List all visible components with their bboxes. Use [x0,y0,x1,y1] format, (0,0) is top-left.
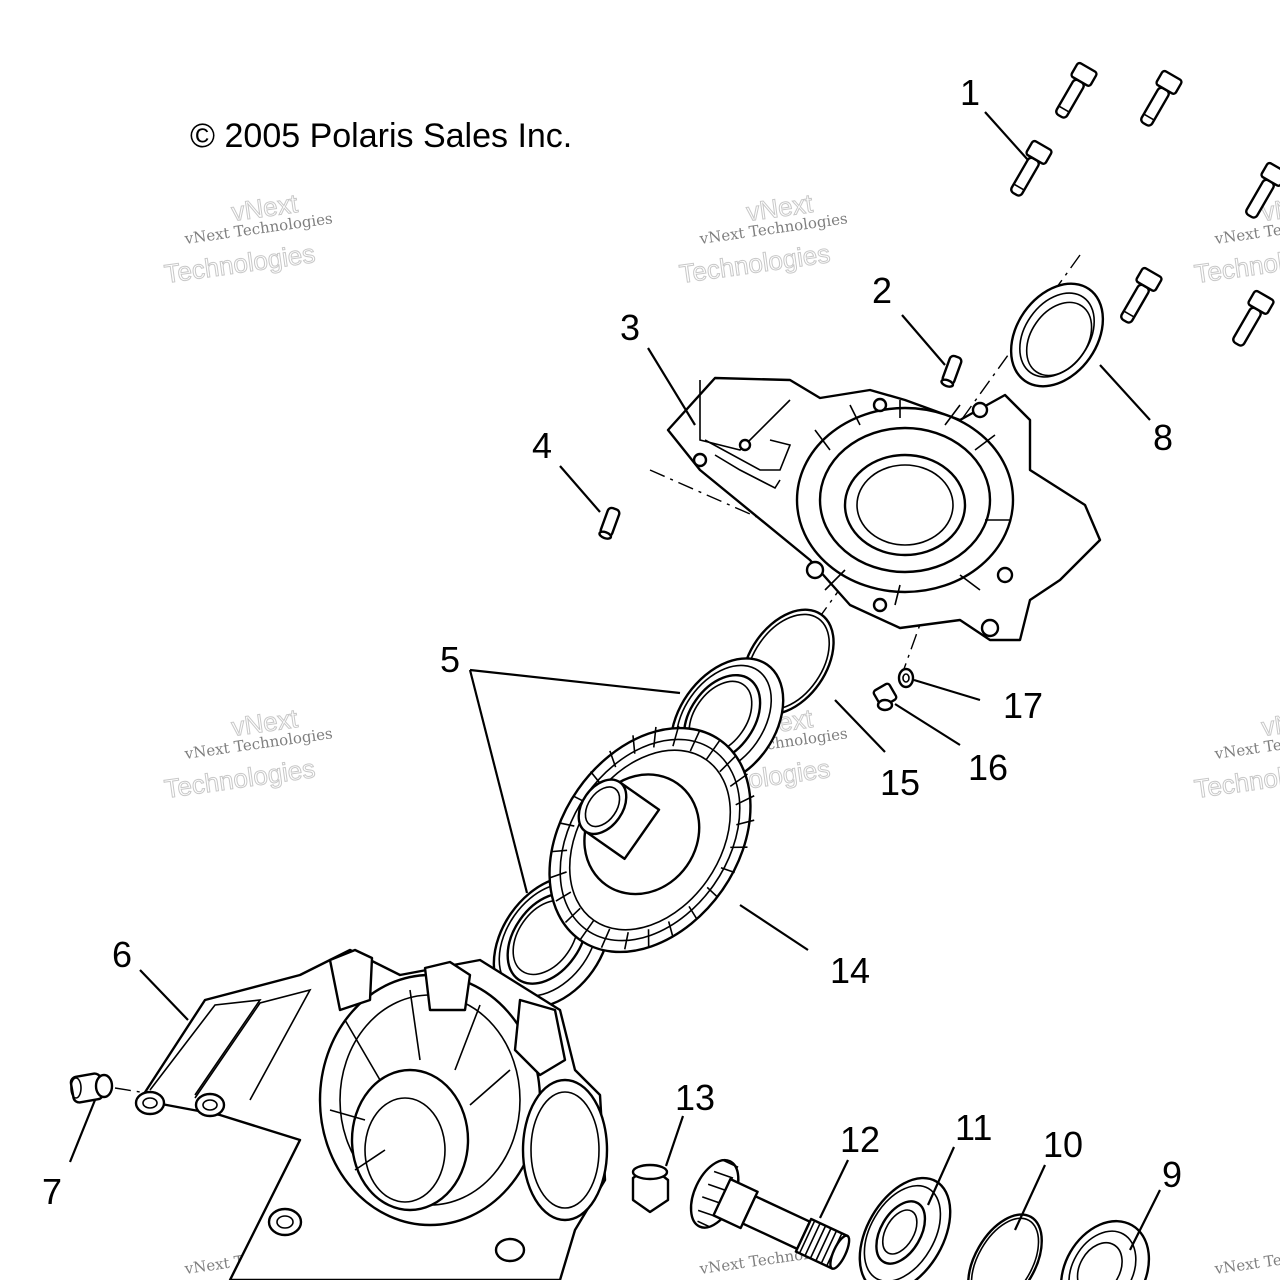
callout-2: 2 [872,270,892,311]
pinion-shaft [689,1158,851,1270]
callout-5: 5 [440,639,460,680]
cover-housing [666,376,1102,642]
main-housing [134,948,609,1280]
ring-gear [548,725,755,954]
pinion-bearing [858,1176,952,1280]
callout-4: 4 [532,425,552,466]
callout-labels: 1 2 3 4 5 6 7 8 9 10 11 12 13 14 15 16 1… [42,72,1182,1212]
dowel-pin [598,506,621,540]
callout-8: 8 [1153,417,1173,458]
drain-plug [872,682,898,712]
bolt [1232,289,1275,347]
callout-9: 9 [1162,1154,1182,1195]
callout-17: 17 [1003,685,1043,726]
callout-1: 1 [960,72,980,113]
callout-13: 13 [675,1077,715,1118]
callout-12: 12 [840,1119,880,1160]
bolt-set [1010,61,1280,347]
sealing-washer [897,667,915,689]
callout-16: 16 [968,747,1008,788]
watermark-text: vNext Technologies [1213,1239,1280,1278]
copyright-text: © 2005 Polaris Sales Inc. [190,117,572,155]
leader-lines [68,111,1161,1251]
callout-14: 14 [830,950,870,991]
watermark-technologies: Technologies [1192,753,1280,804]
retaining-ring [967,1213,1043,1280]
callout-7: 7 [42,1171,62,1212]
bolt [1245,161,1280,219]
callout-6: 6 [112,934,132,975]
callout-11: 11 [955,1107,992,1148]
callout-10: 10 [1043,1124,1083,1165]
bolt [1140,69,1183,127]
callout-3: 3 [620,307,640,348]
bolt [1120,266,1163,324]
vent-fitting [69,1072,114,1104]
bushing [631,1163,670,1214]
pinion-seal [1059,1219,1151,1280]
bolt [1010,139,1053,197]
dowel-pin [940,354,963,388]
watermark-technologies: Technologies [1192,238,1280,289]
watermark-vnext: vNext [1260,703,1280,742]
bolt [1055,61,1098,119]
callout-15: 15 [880,762,920,803]
seal [1009,282,1105,388]
